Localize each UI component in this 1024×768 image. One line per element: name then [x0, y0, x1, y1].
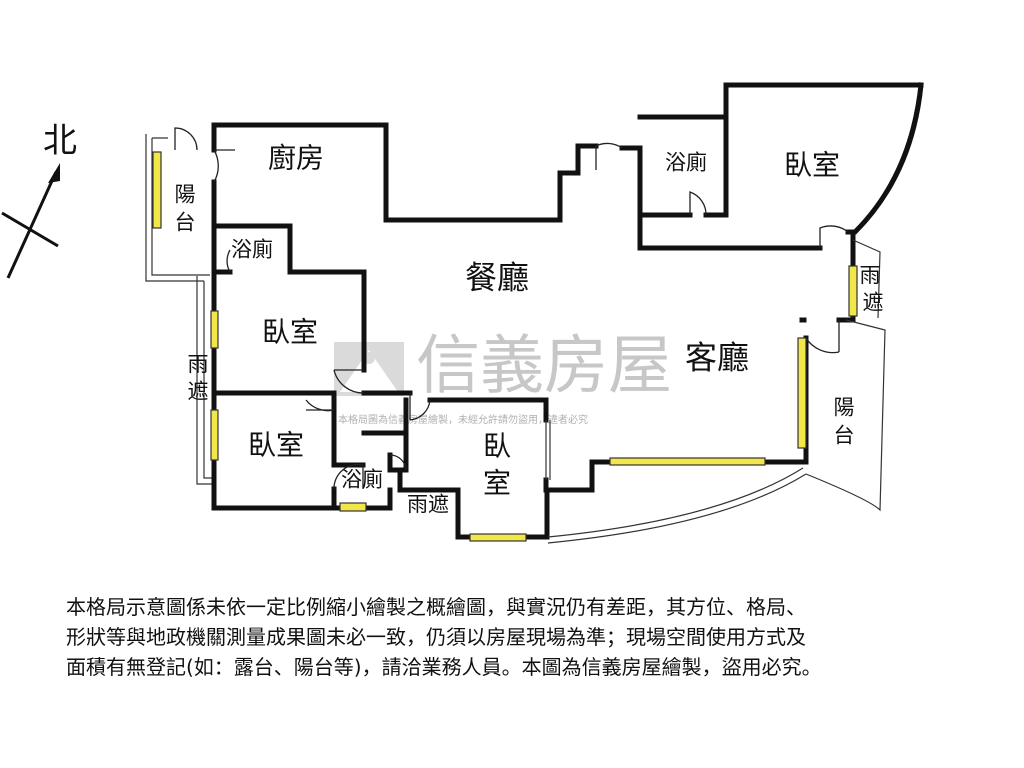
window-bedroom-w2	[210, 409, 219, 461]
label-bedroom-w2: 臥室	[248, 429, 304, 462]
label-rain-shelter-e-1: 雨	[860, 264, 881, 288]
disclaimer-line-2: 形狀等與地政機關測量成果圖未必一致，仍須以房屋現場為準；現場空間使用方式及	[66, 625, 806, 649]
label-living: 客廳	[685, 339, 749, 377]
label-bedroom-w1: 臥室	[262, 316, 318, 349]
north-compass: 北	[1, 121, 77, 279]
walls	[211, 82, 924, 540]
label-rain-shelter-s: 雨遮	[407, 493, 449, 517]
window-bedroom-s	[469, 533, 527, 542]
window-living-s	[609, 457, 766, 466]
north-arrow-cross	[1, 211, 59, 248]
rain-shelter-e-outline	[852, 239, 881, 319]
label-rain-shelter-w-1: 雨	[188, 353, 209, 377]
balcony-nw-outline	[151, 137, 210, 276]
watermark-notice: 本格局圖為信義房屋繪製，未經允許請勿盜用，違者必究	[338, 413, 588, 426]
door-balcony-e	[805, 320, 840, 354]
label-bath-ne: 浴廁	[665, 151, 707, 175]
window-bedroom-ne	[848, 265, 858, 317]
door-kitchen-balcony	[213, 149, 235, 183]
label-rain-shelter-e-2: 遮	[863, 291, 884, 315]
door-rain-shelter-s	[389, 454, 407, 471]
label-kitchen: 廚房	[268, 142, 324, 175]
window-balcony-nw	[152, 151, 162, 229]
label-bedroom-s-2: 室	[483, 467, 511, 500]
door-balcony-nw	[174, 127, 198, 151]
disclaimer-line-3: 面積有無登記(如：露台、陽台等)，請洽業務人員。本圖為信義房屋繪製，盜用必究。	[66, 655, 822, 679]
door-hall-ne	[595, 142, 623, 170]
disclaimer: 本格局示意圖係未依一定比例縮小繪製之概繪圖，與實況仍有差距，其方位、格局、 形狀…	[66, 592, 1016, 682]
watermark-brand: 信義房屋	[416, 330, 672, 404]
balcony-e-outline	[805, 319, 886, 512]
label-dining: 餐廳	[465, 259, 529, 297]
doors	[174, 127, 849, 490]
door-bath-nw	[226, 249, 231, 273]
north-label: 北	[43, 121, 77, 161]
label-bath-nw: 浴廁	[231, 238, 273, 262]
floor-plan: 北 信義房屋 本格局圖為信義房屋繪製，未經允許請勿盜用，違者必究	[1, 82, 924, 544]
label-rain-shelter-w-2: 遮	[188, 380, 209, 404]
door-bath-s	[333, 463, 364, 490]
balcony-e-curve	[547, 467, 807, 544]
label-balcony-e-1: 陽	[834, 396, 855, 420]
door-bedroom-ne	[819, 225, 849, 248]
watermark-logo-icon	[334, 342, 404, 396]
door-bedroom-s	[409, 393, 431, 421]
window-bedroom-w1	[210, 310, 219, 349]
label-bedroom-s-1: 臥	[483, 430, 511, 463]
disclaimer-line-1: 本格局示意圖係未依一定比例縮小繪製之概繪圖，與實況仍有差距，其方位、格局、	[66, 595, 806, 619]
door-bath-ne	[689, 191, 707, 216]
window-bath-s	[339, 502, 367, 512]
window-living-e	[797, 337, 807, 449]
north-arrow-head	[48, 163, 60, 183]
rain-shelter-w-outline	[196, 276, 212, 485]
watermark: 信義房屋 本格局圖為信義房屋繪製，未經允許請勿盜用，違者必究	[334, 330, 672, 426]
sliding-door-bedroom-s	[545, 420, 551, 480]
door-bedroom-w1	[333, 369, 365, 394]
label-balcony-nw-1: 陽	[175, 183, 196, 207]
label-balcony-e-2: 台	[834, 424, 855, 448]
label-bedroom-ne: 臥室	[784, 149, 840, 182]
label-bath-s: 浴廁	[341, 468, 383, 492]
north-arrow-shaft	[6, 171, 58, 279]
windows	[152, 151, 858, 542]
balcony-nw-outline-outer	[145, 134, 204, 282]
door-bedroom-w2	[305, 399, 335, 412]
label-balcony-nw-2: 台	[175, 211, 196, 235]
